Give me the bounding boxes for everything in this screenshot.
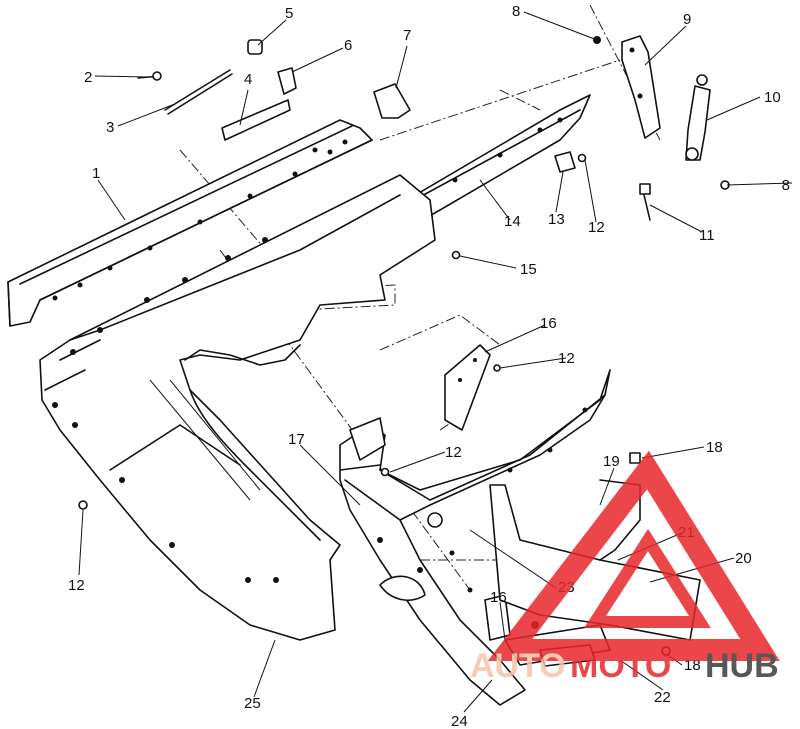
grommet-13 (554, 151, 576, 173)
callout-4: 4 (244, 71, 252, 88)
callout-24: 24 (451, 713, 468, 729)
callout-18-upper: 18 (706, 439, 723, 456)
nut-5 (247, 39, 263, 55)
callout-8-top: 8 (512, 3, 520, 20)
callout-13: 13 (548, 211, 565, 228)
callout-16-lower: 16 (490, 589, 507, 606)
pin (164, 69, 233, 115)
callout-6: 6 (344, 37, 352, 54)
watermark-logo: AUTO MOTO HUB (470, 450, 780, 685)
callout-2: 2 (84, 69, 92, 86)
callout-12-left: 12 (68, 577, 85, 594)
mount-bracket-left (349, 417, 386, 461)
callout-12-top: 12 (588, 219, 605, 236)
callout-16-upper: 16 (540, 315, 557, 332)
callout-8-right: 8 (782, 177, 790, 194)
bracket-7 (373, 83, 411, 119)
callout-12-mid: 12 (558, 350, 575, 367)
callout-11: 11 (699, 227, 715, 244)
callout-14: 14 (504, 213, 521, 230)
trim-strip (221, 99, 291, 141)
bolt-2 (137, 71, 162, 81)
lower-frame (339, 369, 611, 706)
watermark-triangle-icon (487, 450, 780, 661)
mount-bracket-upper (444, 344, 491, 431)
callout-9: 9 (683, 11, 691, 28)
watermark-text-auto: AUTO (470, 647, 566, 685)
watermark-text-hub: HUB (705, 647, 779, 685)
callout-15: 15 (520, 261, 537, 278)
front-body-panel (39, 174, 436, 641)
callout-20: 20 (735, 550, 752, 567)
support-arm (621, 35, 661, 139)
callout-5: 5 (285, 5, 293, 22)
upper-rail-holes (52, 139, 348, 301)
watermark-triangle-inner-icon (583, 528, 711, 628)
callout-25: 25 (244, 695, 261, 712)
bolt-11 (639, 183, 651, 221)
watermark-text-moto: MOTO (570, 647, 671, 685)
upper-rail (7, 119, 373, 327)
bushing-6 (277, 67, 297, 95)
callout-17: 17 (288, 431, 305, 448)
callout-12-center: 12 (445, 444, 462, 461)
callout-22: 22 (654, 689, 671, 706)
callout-18-lower: 18 (684, 657, 701, 674)
callout-3: 3 (106, 119, 114, 136)
callout-10: 10 (764, 89, 781, 106)
gas-strut (685, 74, 711, 161)
callout-19: 19 (603, 453, 620, 470)
callout-1: 1 (92, 165, 100, 182)
callout-7: 7 (403, 27, 411, 44)
